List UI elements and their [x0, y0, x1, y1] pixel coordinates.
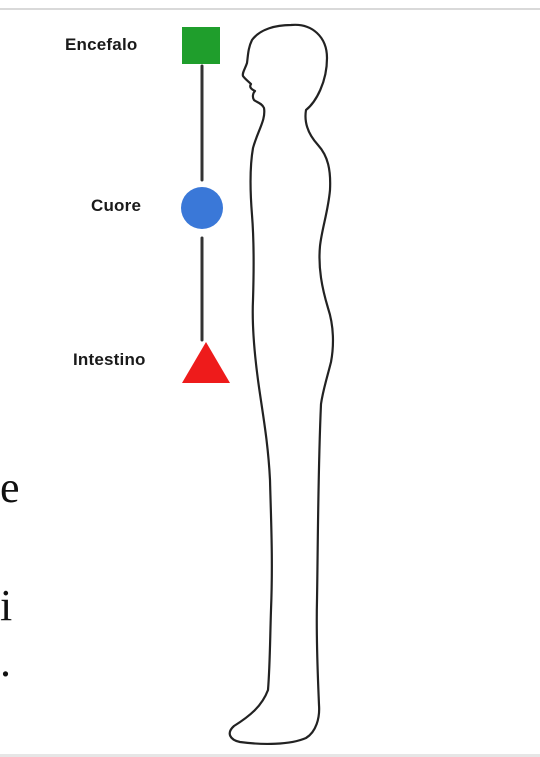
heart-marker-circle: [181, 187, 223, 229]
human-silhouette-outline: [230, 25, 333, 744]
brain-marker-square: [182, 27, 220, 64]
intestine-marker-triangle: [182, 342, 230, 383]
